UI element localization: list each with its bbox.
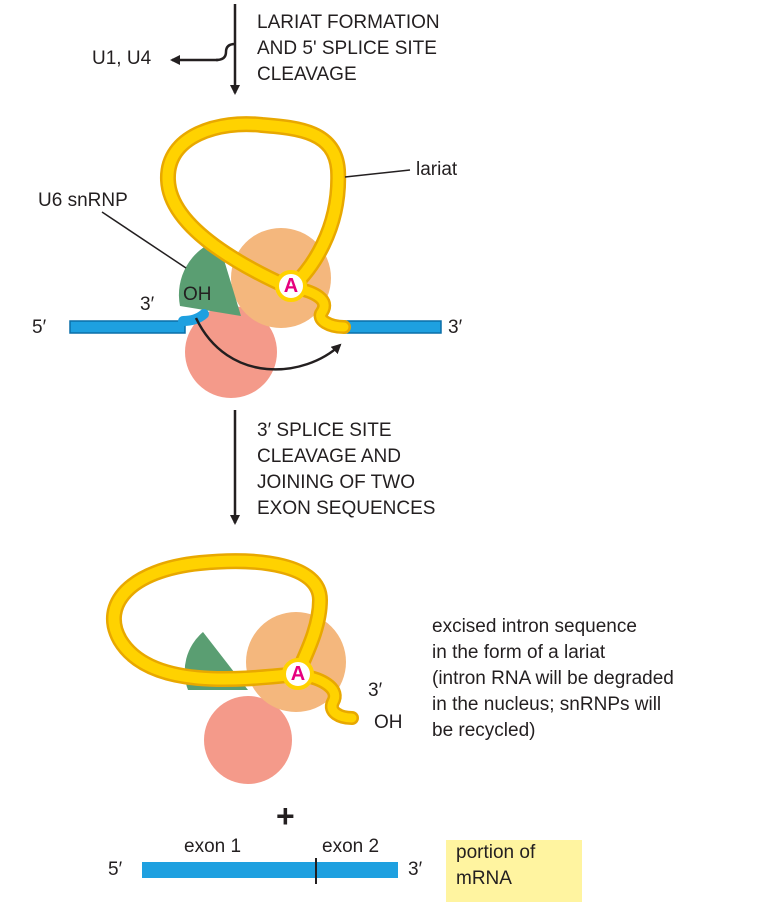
mrna-line-1: portion of xyxy=(446,840,582,866)
three-prime-right-label: 3′ xyxy=(448,315,462,341)
lariat-leader xyxy=(345,170,410,177)
three-prime-top-label: 3′ xyxy=(140,292,154,318)
step1-line-1: LARIAT FORMATION xyxy=(257,10,440,36)
exon2-top xyxy=(345,321,441,333)
five-prime-mrna-label: 5′ xyxy=(108,857,122,883)
oh-top-label: OH xyxy=(183,282,212,308)
excised-line-3: (intron RNA will be degraded xyxy=(432,666,674,692)
step2-label: 3′ SPLICE SITE CLEAVAGE AND JOINING OF T… xyxy=(257,418,435,522)
pink-snrnp-bottom xyxy=(204,696,292,784)
exon1-label: exon 1 xyxy=(184,834,241,860)
excised-line-1: excised intron sequence xyxy=(432,614,674,640)
exon1-top xyxy=(70,321,185,333)
excised-line-4: in the nucleus; snRNPs will xyxy=(432,692,674,718)
three-prime-mrna-label: 3′ xyxy=(408,857,422,883)
excised-line-5: be recycled) xyxy=(432,718,674,744)
exon1-top-end xyxy=(183,314,204,321)
step2-line-2: CLEAVAGE AND xyxy=(257,444,435,470)
step1-label: LARIAT FORMATION AND 5' SPLICE SITE CLEA… xyxy=(257,10,440,88)
lariat-label: lariat xyxy=(416,157,457,183)
five-prime-left-label: 5′ xyxy=(32,315,46,341)
step2-line-1: 3′ SPLICE SITE xyxy=(257,418,435,444)
u6-leader xyxy=(102,212,186,268)
mrna-line-2: mRNA xyxy=(446,866,582,892)
step1-line-3: CLEAVAGE xyxy=(257,62,440,88)
u6-snrnp-label: U6 snRNP xyxy=(38,188,128,214)
three-prime-lariat-label: 3′ xyxy=(368,678,382,704)
step2-line-3: JOINING OF TWO xyxy=(257,470,435,496)
plus-sign: + xyxy=(276,800,295,832)
release-bracket xyxy=(216,44,235,60)
oh-lariat-label: OH xyxy=(374,710,403,736)
step1-line-2: AND 5' SPLICE SITE xyxy=(257,36,440,62)
excised-line-2: in the form of a lariat xyxy=(432,640,674,666)
mrna-bar xyxy=(142,862,398,878)
branch-a-bottom-label: A xyxy=(283,663,313,685)
released-snrnps-label: U1, U4 xyxy=(92,46,151,72)
mrna-label-box: portion of mRNA xyxy=(446,840,582,902)
branch-a-top-label: A xyxy=(276,275,306,297)
exon2-label: exon 2 xyxy=(322,834,379,860)
step2-line-4: EXON SEQUENCES xyxy=(257,496,435,522)
excised-intron-description: excised intron sequence in the form of a… xyxy=(432,614,674,744)
